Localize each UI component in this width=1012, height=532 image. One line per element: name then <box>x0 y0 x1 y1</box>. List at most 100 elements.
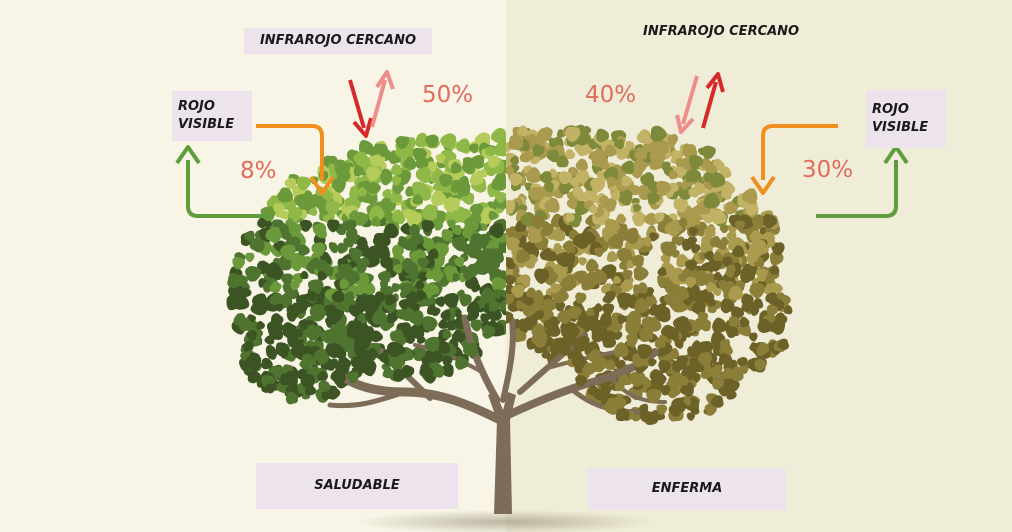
leaf <box>395 136 410 150</box>
leaf <box>770 320 786 335</box>
leaf <box>287 334 299 346</box>
leaf <box>275 303 284 312</box>
leaf <box>749 230 762 243</box>
leaf <box>438 319 449 329</box>
leaf <box>728 316 741 328</box>
leaf <box>476 257 489 270</box>
diseased-red-label: ROJO VISIBLE <box>866 90 946 148</box>
leaf <box>634 146 648 161</box>
leaf <box>659 385 671 396</box>
diseased-nir-reflected-arrow <box>701 72 725 129</box>
leaf <box>674 166 687 179</box>
leaf <box>380 168 393 181</box>
leaf <box>391 283 401 293</box>
leaf <box>408 310 424 326</box>
leaf <box>408 223 420 236</box>
leaf <box>601 303 615 316</box>
leaf <box>603 166 619 182</box>
leaf <box>613 341 629 358</box>
leaf <box>317 271 328 281</box>
leaf <box>605 358 616 371</box>
leaf <box>654 337 666 349</box>
leaf <box>772 283 783 293</box>
leaf <box>732 245 745 257</box>
leaf <box>427 353 437 363</box>
leaf <box>718 353 731 365</box>
leaf <box>679 382 694 397</box>
leaf <box>569 177 580 188</box>
leaf <box>679 320 693 333</box>
leaf <box>639 410 652 423</box>
leaf <box>360 256 370 267</box>
leaf <box>615 407 630 422</box>
leaf <box>313 349 330 365</box>
leaf <box>336 370 346 380</box>
leaf <box>298 244 310 256</box>
leaf <box>403 156 417 170</box>
leaf <box>720 298 735 314</box>
leaf <box>344 336 354 347</box>
leaf <box>354 283 367 297</box>
leaf <box>430 190 447 207</box>
healthy-nir-label: INFRAROJO CERCANO <box>244 28 432 54</box>
leaf <box>404 260 419 274</box>
leaf <box>360 360 377 377</box>
leaf <box>568 306 582 319</box>
leaf <box>681 238 694 251</box>
leaf <box>463 268 475 281</box>
leaf <box>352 151 367 166</box>
leaf <box>710 395 724 408</box>
leaf <box>663 293 677 306</box>
leaf <box>288 207 303 221</box>
leaf <box>772 242 782 252</box>
diseased-nir-incoming-arrow <box>675 75 699 134</box>
healthy-status-label: SALUDABLE <box>256 463 458 509</box>
leaf <box>480 287 496 304</box>
leaf <box>532 300 544 312</box>
leaf <box>625 140 635 151</box>
leaf <box>386 312 398 324</box>
leaf <box>421 219 435 233</box>
leaf <box>724 381 735 392</box>
leaf <box>575 375 588 387</box>
leaf <box>680 181 689 191</box>
diseased-foliage-front <box>506 124 789 423</box>
leaf <box>691 300 706 316</box>
leaf <box>718 280 728 290</box>
leaf <box>368 182 381 195</box>
leaf <box>357 186 367 197</box>
leaf <box>752 215 767 230</box>
leaf <box>640 330 652 342</box>
leaf <box>603 144 617 157</box>
leaf <box>656 404 668 415</box>
leaf <box>555 251 571 267</box>
leaf <box>708 258 722 272</box>
leaf <box>308 207 318 216</box>
leaf <box>509 172 523 187</box>
leaf <box>475 169 486 179</box>
leaf <box>269 292 284 307</box>
leaf <box>546 149 560 163</box>
leaf <box>364 325 375 337</box>
leaf <box>566 245 576 254</box>
leaf <box>343 236 355 248</box>
leaf <box>739 316 750 328</box>
leaf <box>487 155 501 169</box>
leaf <box>508 134 524 150</box>
leaf <box>517 125 528 137</box>
leaf <box>382 188 392 199</box>
leaf <box>494 163 505 175</box>
leaf <box>734 220 746 231</box>
leaf <box>507 260 516 270</box>
leaf <box>534 268 550 284</box>
leaf <box>301 353 317 368</box>
leaf <box>415 155 429 169</box>
leaf <box>667 133 679 145</box>
leaf <box>559 184 570 195</box>
leaf <box>447 219 456 229</box>
leaf <box>725 326 738 338</box>
leaf <box>417 271 428 282</box>
tree-trunk <box>488 392 516 514</box>
leaf <box>689 154 704 170</box>
leaf <box>325 343 342 359</box>
